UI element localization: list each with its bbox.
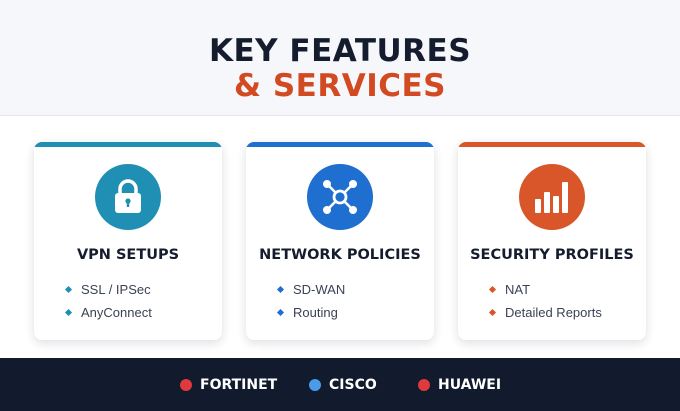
list-item: Routing [276, 301, 345, 324]
feature-card-network: NETWORK POLICIES SD-WAN Routing [246, 142, 434, 340]
bullet-icon [276, 308, 285, 317]
card-title: VPN SETUPS [76, 247, 180, 263]
card-accent-bar [34, 142, 222, 147]
feature-list: NAT Detailed Reports [488, 278, 602, 324]
bullet-icon [488, 285, 497, 294]
card-accent-bar [246, 142, 434, 147]
list-item: Detailed Reports [488, 301, 602, 324]
features-area: VPN SETUPS SSL / IPSec AnyConnect [0, 117, 680, 358]
card-accent-bar [458, 142, 646, 147]
feature-card-security: SECURITY PROFILES NAT Detailed Reports [458, 142, 646, 340]
brand-fortinet: FORTINET [180, 375, 277, 395]
bullet-icon [64, 285, 73, 294]
card-title: NETWORK POLICIES [259, 247, 421, 263]
brand-footer: FORTINET CISCO HUAWEI [0, 358, 680, 411]
page-subtitle: & SERVICES [234, 68, 446, 104]
brand-huawei: HUAWEI [418, 375, 501, 395]
lock-icon [95, 164, 161, 230]
bar-chart-icon [519, 164, 585, 230]
brand-dot-icon [309, 379, 321, 391]
page-title: KEY FEATURES [208, 33, 472, 69]
list-item: AnyConnect [64, 301, 152, 324]
bullet-icon [488, 308, 497, 317]
brand-dot-icon [180, 379, 192, 391]
header-section: KEY FEATURES & SERVICES [0, 0, 680, 116]
list-item: SD-WAN [276, 278, 345, 301]
feature-card-vpn: VPN SETUPS SSL / IPSec AnyConnect [34, 142, 222, 340]
list-item: NAT [488, 278, 602, 301]
card-title: SECURITY PROFILES [470, 247, 634, 263]
feature-list: SD-WAN Routing [276, 278, 345, 324]
bullet-icon [276, 285, 285, 294]
brand-cisco: CISCO [309, 375, 377, 395]
bullet-icon [64, 308, 73, 317]
feature-list: SSL / IPSec AnyConnect [64, 278, 152, 324]
network-hub-icon [307, 164, 373, 230]
brand-dot-icon [418, 379, 430, 391]
list-item: SSL / IPSec [64, 278, 152, 301]
